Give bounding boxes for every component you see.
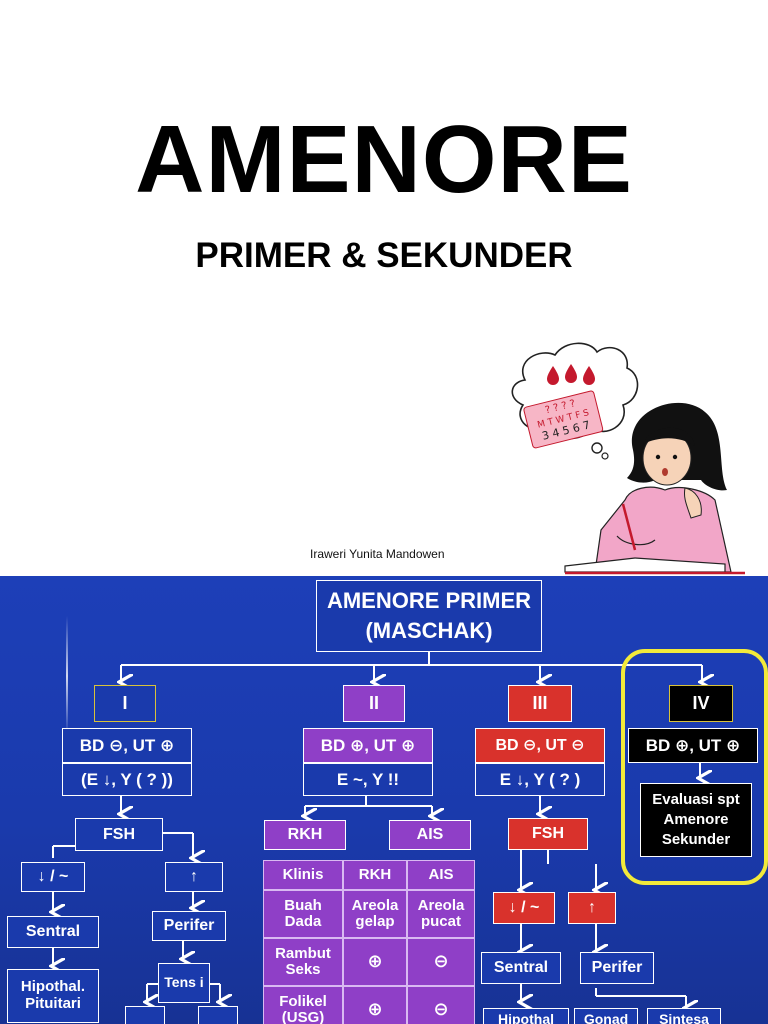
branch-III-gonad: Gonad bbox=[574, 1008, 638, 1024]
branch-I-sub-right bbox=[198, 1006, 238, 1024]
branch-IV-row1: BD ⊕, UT ⊕ bbox=[628, 728, 758, 763]
branch-I-high: ↑ bbox=[165, 862, 223, 892]
table-cell: Areola pucat bbox=[407, 890, 475, 938]
woman-figure bbox=[564, 402, 745, 575]
table-header: RKH bbox=[343, 860, 407, 890]
table-cell: Rambut Seks bbox=[263, 938, 343, 986]
table-cell: Areola gelap bbox=[343, 890, 407, 938]
branch-III-synthesis: Sintesa bbox=[647, 1008, 721, 1024]
connector-lines bbox=[0, 649, 768, 1024]
table-cell: ⊖ bbox=[407, 986, 475, 1024]
title-line1: AMENORE PRIMER bbox=[326, 588, 532, 614]
branch-III-row1: BD ⊖, UT ⊖ bbox=[475, 728, 605, 763]
branch-II-rkh: RKH bbox=[264, 820, 346, 850]
drop-icon bbox=[565, 364, 577, 383]
branch-II-ais: AIS bbox=[389, 820, 471, 850]
branch-I-row2: (E ↓, Y ( ? )) bbox=[62, 763, 192, 796]
table-cell: ⊕ bbox=[343, 938, 407, 986]
book-icon bbox=[564, 557, 726, 573]
table-cell: ⊖ bbox=[407, 938, 475, 986]
slide-title: AMENORE bbox=[135, 106, 633, 213]
branch-IV-label: IV bbox=[669, 685, 733, 722]
branch-I-fsh: FSH bbox=[75, 818, 163, 851]
drop-icon bbox=[583, 366, 595, 385]
branch-III-row2: E ↓, Y ( ? ) bbox=[475, 763, 605, 796]
branch-I-perifer: Perifer bbox=[152, 911, 226, 941]
branch-II-row2: E ~, Y !! bbox=[303, 763, 433, 796]
branch-I-central: Sentral bbox=[7, 916, 99, 948]
table-cell: ⊕ bbox=[343, 986, 407, 1024]
confused-woman-illustration: ? ? ? ? M T W T F S 3 4 5 6 7 bbox=[511, 342, 745, 575]
branch-I-sub-left bbox=[125, 1006, 165, 1024]
thought-bubble: ? ? ? ? M T W T F S 3 4 5 6 7 bbox=[511, 342, 639, 460]
branch-III-perifer: Perifer bbox=[580, 952, 654, 984]
slide-subtitle: PRIMER & SEKUNDER bbox=[195, 236, 573, 275]
drop-icon bbox=[547, 366, 559, 385]
title-slide: AMENORE PRIMER & SEKUNDER ? ? ? ? M T W … bbox=[135, 106, 745, 575]
branch-II-row1: BD ⊕, UT ⊕ bbox=[303, 728, 433, 763]
title-line2: (MASCHAK) bbox=[365, 618, 493, 643]
branch-III-high: ↑ bbox=[568, 892, 616, 924]
table-cell: Folikel (USG) bbox=[263, 986, 343, 1024]
pen-icon bbox=[621, 503, 637, 551]
branch-I-label: I bbox=[94, 685, 156, 722]
branch-I-low: ↓ / ~ bbox=[21, 862, 85, 892]
table-cell: Buah Dada bbox=[263, 890, 343, 938]
branch-III-hypothalamus: Hipothal bbox=[483, 1008, 569, 1024]
branch-I-tens: Tens i bbox=[158, 963, 210, 1003]
branch-I-hypothalamus: Hipothal. Pituitari bbox=[7, 969, 99, 1023]
branch-I-row1: BD ⊖, UT ⊕ bbox=[62, 728, 192, 763]
flowchart-slide: AMENORE PRIMER (MASCHAK) I BD ⊖, UT ⊕ (E … bbox=[0, 576, 768, 1024]
flowchart-title: AMENORE PRIMER (MASCHAK) bbox=[316, 580, 542, 652]
branch-III-fsh: FSH bbox=[508, 818, 588, 850]
sparkle-decoration bbox=[66, 616, 68, 736]
table-header: AIS bbox=[407, 860, 475, 890]
branch-III-low: ↓ / ~ bbox=[493, 892, 555, 924]
branch-III-label: III bbox=[508, 685, 572, 722]
author-name: Iraweri Yunita Mandowen bbox=[310, 547, 445, 561]
highlight-outline bbox=[621, 649, 768, 885]
table-header: Klinis bbox=[263, 860, 343, 890]
branch-III-central: Sentral bbox=[481, 952, 561, 984]
branch-II-label: II bbox=[343, 685, 405, 722]
branch-IV-evaluation: Evaluasi spt Amenore Sekunder bbox=[640, 783, 752, 857]
